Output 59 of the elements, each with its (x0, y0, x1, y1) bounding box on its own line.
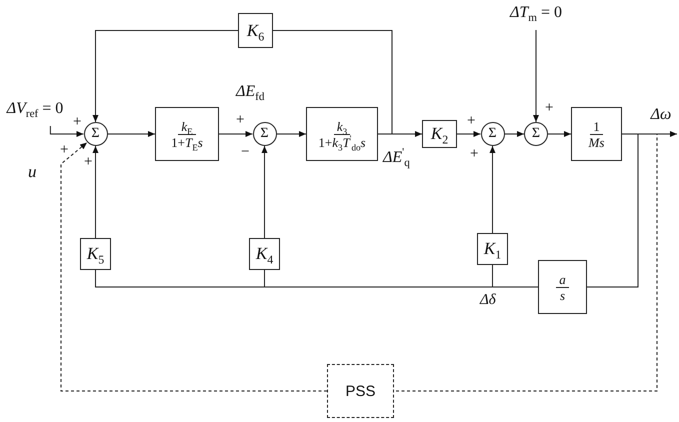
fraction-denominator: s (558, 288, 566, 302)
transfer-function-block (155, 107, 219, 161)
sign-label: + (470, 146, 478, 162)
sign-label: + (84, 154, 92, 170)
sign-label: + (73, 114, 82, 130)
block-label: K$_{6}$ (246, 20, 264, 40)
sign-label: + (545, 100, 554, 116)
sigma-symbol: Σ (488, 126, 497, 142)
signal-label: Δω (650, 106, 672, 124)
stabilizer-block (327, 364, 394, 418)
signal-arrow (276, 131, 306, 137)
block-label: K$_{5}$ (86, 244, 104, 264)
signal-arrow (107, 131, 156, 137)
block-label: K$_{4}$ (256, 244, 274, 264)
sigma-symbol: Σ (260, 126, 269, 142)
signal-arrow (92, 30, 238, 122)
signal-arrow (533, 30, 539, 122)
signal-label: Δδ (480, 292, 496, 308)
signal-arrow (456, 131, 481, 137)
signal-arrow (92, 146, 98, 238)
signal-arrow (218, 131, 253, 137)
transfer-function-block (80, 238, 111, 270)
signal-label: ΔV$_{ref}$ = 0 (6, 100, 64, 118)
transfer-function-block (538, 260, 587, 314)
signal-arrow (262, 146, 268, 238)
fraction-denominator: Ms (587, 134, 606, 150)
signal-arrow (504, 131, 524, 137)
sigma-symbol: Σ (91, 126, 100, 142)
sign-label: + (236, 112, 244, 128)
block-label: K$_{2}$ (430, 124, 448, 144)
sign-label: + (60, 142, 68, 158)
fraction-numerator: a (556, 272, 569, 288)
sign-label: + (467, 113, 476, 129)
fraction-numerator: 1 (590, 118, 603, 134)
transfer-function-block (422, 120, 457, 148)
transfer-function-block (571, 107, 622, 161)
transfer-function-block (249, 238, 280, 270)
transfer-function-block (306, 107, 378, 161)
signal-arrow (50, 126, 84, 137)
sigma-symbol: Σ (532, 126, 540, 142)
fraction-denominator: 1+k$_{3}$T$^{'}$$_{do}$s (317, 134, 367, 150)
signal-label: ΔE$_{fd}$ (236, 84, 264, 100)
signal-label: ΔT$_{m}$ = 0 (510, 4, 562, 22)
signal-label: u (28, 164, 36, 180)
transfer-function-block (238, 13, 273, 48)
signal-arrow (490, 146, 496, 234)
fraction-numerator: k$_{3}$ (334, 118, 350, 134)
fraction-denominator: 1+T$_{E}$s (170, 134, 204, 150)
sign-label: − (241, 144, 250, 160)
summing-junction (84, 122, 108, 146)
summing-junction (252, 122, 276, 146)
summing-junction (524, 122, 548, 146)
block-label: K$_{1}$ (484, 239, 502, 259)
summing-junction (480, 122, 504, 146)
dashed-signal-arrow (60, 142, 328, 392)
signal-arrow (548, 131, 572, 137)
fraction-numerator: k$_{E}$ (178, 118, 196, 134)
block-label: PSS (345, 382, 376, 400)
transfer-function-block (477, 233, 508, 265)
